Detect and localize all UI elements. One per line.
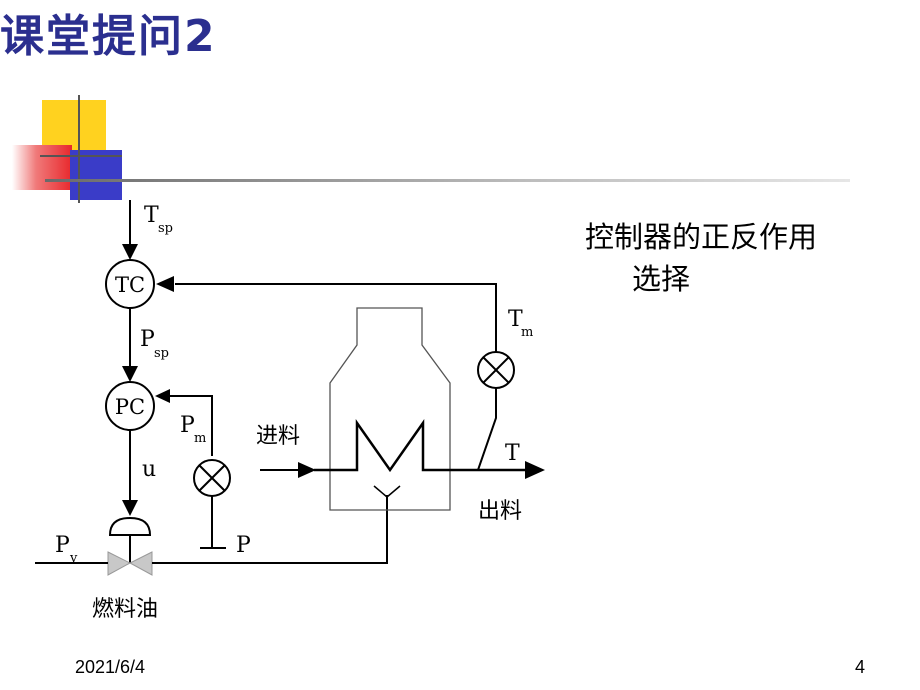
pv-label: P <box>55 533 70 558</box>
fuel-line-right <box>152 495 388 564</box>
u-label: u <box>142 457 156 482</box>
feed-out-label: 出料 <box>478 499 522 524</box>
psp-label: P <box>140 327 155 352</box>
burner-left <box>373 485 388 498</box>
psp-arrowhead <box>122 366 138 382</box>
title-underline <box>45 179 850 182</box>
pm-label: P <box>180 413 195 438</box>
pm-subscript: m <box>194 431 206 446</box>
tm-label: T <box>508 307 523 332</box>
tc-label: TC <box>115 273 145 297</box>
tsp-subscript: sp <box>158 221 173 236</box>
deco-vertical-line <box>78 95 80 203</box>
temperature-transmitter-cross-b <box>482 356 510 384</box>
temperature-tap-line <box>477 388 497 471</box>
psp-subscript: sp <box>154 346 169 361</box>
burner-right <box>386 485 401 498</box>
feed-in-label: 进料 <box>256 424 300 449</box>
question-text-line1: 控制器的正反作用 <box>585 220 818 254</box>
fuel-oil-label: 燃料油 <box>92 597 158 622</box>
furnace <box>329 307 451 511</box>
pc-label: PC <box>115 395 145 419</box>
product-outlet-arrowhead <box>525 461 545 479</box>
pressure-transmitter-cross-b <box>198 464 226 492</box>
tsp-arrowhead <box>122 244 138 260</box>
deco-horizontal-line <box>40 155 122 157</box>
slide-date: 2021/6/4 <box>75 657 146 677</box>
tm-arrowhead <box>156 276 174 292</box>
pm-arrowhead <box>155 389 170 403</box>
heating-coil <box>314 419 530 473</box>
u-arrowhead <box>122 500 138 516</box>
pv-subscript: v <box>69 551 78 566</box>
tm-feedback-line <box>175 283 497 352</box>
tsp-label: T <box>144 203 159 228</box>
tm-subscript: m <box>521 325 533 340</box>
slide-page-number: 4 <box>855 657 866 677</box>
p-label: P <box>236 533 251 558</box>
feed-inlet-arrowhead <box>298 462 316 478</box>
valve-actuator <box>108 516 152 536</box>
t-label: T <box>505 441 520 466</box>
question-text-line2: 选择 <box>632 262 691 296</box>
deco-red-square <box>12 145 72 190</box>
pm-feedback-line <box>165 395 213 456</box>
slide-title: 课堂提问2 <box>0 11 217 62</box>
